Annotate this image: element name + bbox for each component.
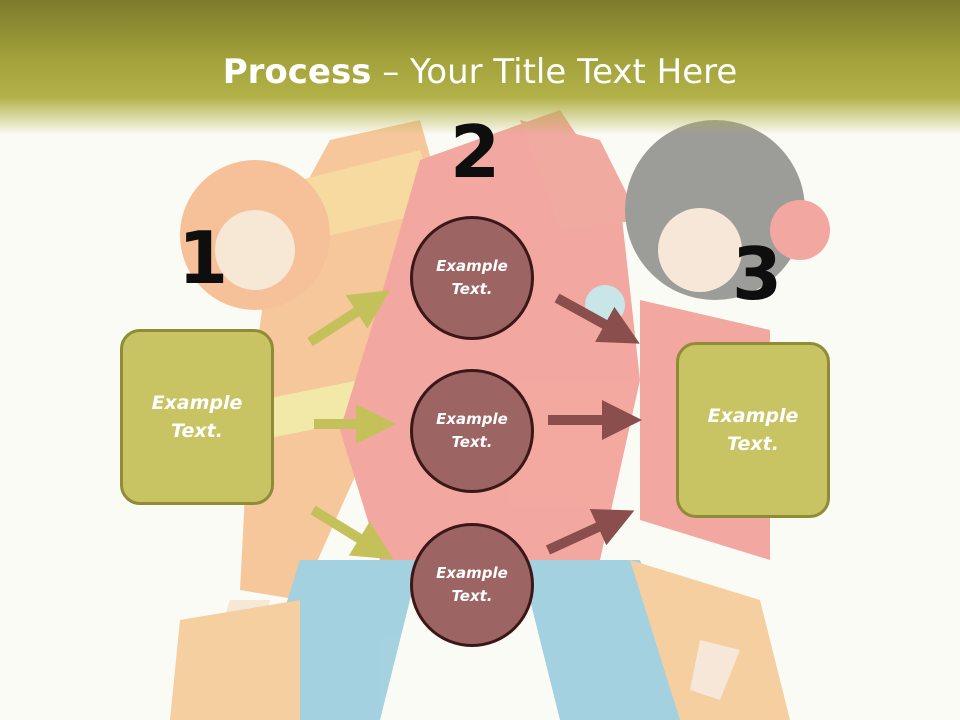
left-box-line2: Text.: [171, 420, 223, 442]
circle-bottom-line2: Text.: [451, 587, 493, 605]
left-box-line1: Example: [151, 391, 243, 414]
arrow-from-top-circle: [554, 293, 640, 344]
arrow-from-bottom-circle: [545, 508, 635, 555]
circle-bottom-line1: Example: [436, 563, 508, 582]
slide-title: Process – Your Title Text Here: [0, 52, 960, 92]
right-text-box[interactable]: Example Text.: [676, 342, 830, 518]
arrow-to-top-circle: [307, 290, 391, 347]
right-box-line2: Text.: [727, 433, 779, 455]
circle-top-line1: Example: [436, 256, 508, 275]
title-bar: [0, 0, 960, 135]
step-number-3: 3: [732, 232, 783, 316]
circle-top-line2: Text.: [451, 280, 493, 298]
right-box-line1: Example: [707, 404, 799, 427]
title-rest: – Your Title Text Here: [371, 52, 738, 92]
circle-middle-line1: Example: [436, 409, 508, 428]
step-number-2: 2: [450, 110, 501, 194]
step-number-1: 1: [178, 216, 229, 300]
left-text-box[interactable]: Example Text.: [120, 329, 274, 505]
arrow-to-bottom-circle: [310, 505, 394, 560]
title-bold: Process: [222, 52, 372, 92]
circle-top[interactable]: Example Text.: [410, 216, 534, 340]
circle-bottom[interactable]: Example Text.: [410, 523, 534, 647]
circle-middle[interactable]: Example Text.: [410, 369, 534, 493]
circle-middle-line2: Text.: [451, 433, 493, 451]
